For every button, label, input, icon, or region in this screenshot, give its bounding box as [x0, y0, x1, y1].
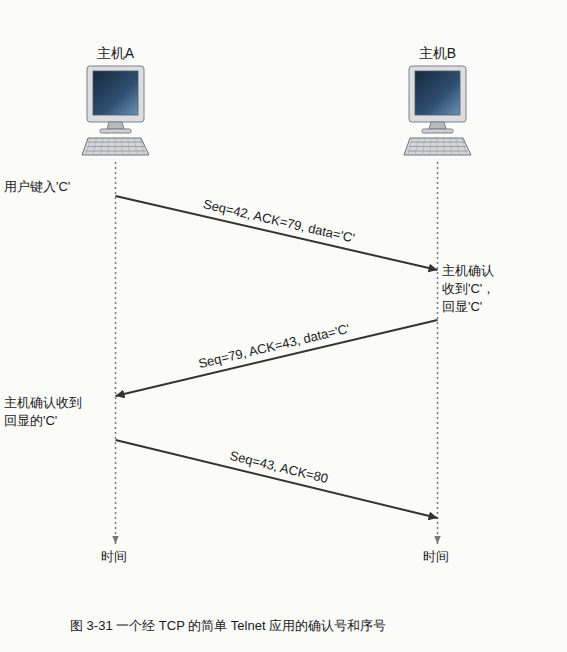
- segment-label: Seq=43, ACK=80: [227, 448, 332, 487]
- computer-icon: [78, 64, 153, 159]
- message-arrow: [116, 320, 438, 396]
- host-computer: 主机A: [78, 44, 153, 159]
- host-label: 主机A: [97, 44, 134, 62]
- figure-caption: 图 3-31 一个经 TCP 的简单 Telnet 应用的确认号和序号: [70, 618, 386, 634]
- timeline: [115, 162, 117, 544]
- host-computer: 主机B: [400, 44, 475, 159]
- message-arrow: [116, 440, 438, 518]
- timeline: [437, 162, 439, 544]
- message-arrow: [116, 196, 438, 270]
- event-note: 主机确认收到 回显的'C': [4, 394, 104, 430]
- time-axis-label: 时间: [423, 548, 449, 566]
- host-label: 主机B: [419, 44, 456, 62]
- computer-icon: [400, 64, 475, 159]
- time-axis-label: 时间: [101, 548, 127, 566]
- event-note: 主机确认 收到'C'， 回显'C': [442, 262, 520, 316]
- event-note: 用户键入'C': [4, 178, 70, 196]
- edge-group: [116, 196, 438, 518]
